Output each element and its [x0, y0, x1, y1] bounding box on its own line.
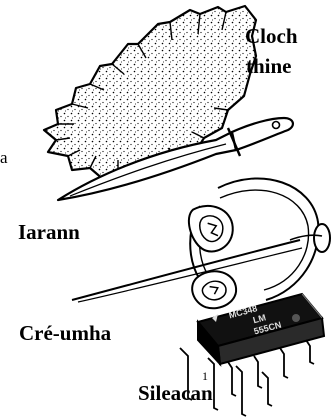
label-bronze: Cré-umha — [19, 321, 111, 345]
label-stone-line2: thine — [246, 54, 292, 78]
label-fragment-left: a — [0, 148, 8, 168]
label-fragment-small: 1 — [202, 366, 208, 386]
bronze-brooch — [72, 178, 330, 310]
label-stone-line1: Cloch — [245, 24, 298, 48]
label-iron: Iarann — [18, 220, 80, 244]
